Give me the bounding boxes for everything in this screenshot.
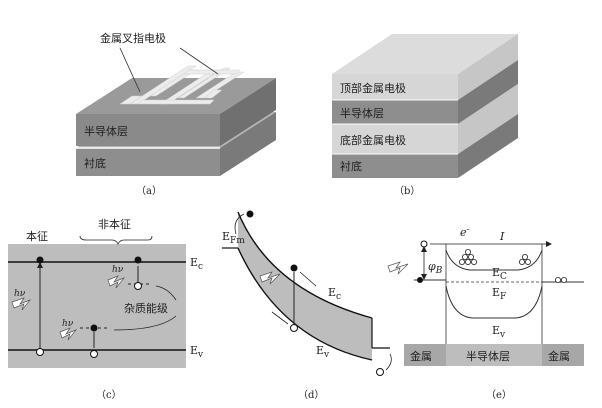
electron-flow-arrowhead xyxy=(546,241,552,247)
photon-bolt-e xyxy=(387,261,409,275)
metal-left-label: 金属 xyxy=(410,349,432,363)
caption-d: （d） xyxy=(298,389,324,401)
side-semiconductor xyxy=(458,60,518,124)
front-substrate xyxy=(332,154,458,178)
substrate-front-face xyxy=(76,148,220,176)
side-bottom-electrode xyxy=(458,84,518,154)
semiconductor-label-b: 半导体层 xyxy=(340,106,384,120)
extrinsic-brace xyxy=(79,235,153,245)
photon-bolt-3 xyxy=(59,327,78,341)
left-electron xyxy=(246,210,254,218)
intrinsic-electron xyxy=(36,256,44,264)
photon-bolt-1 xyxy=(11,297,32,311)
barrier-arrowhead-top xyxy=(421,246,427,252)
substrate-side-face xyxy=(220,112,276,176)
bottom-bar-metal-right xyxy=(542,344,584,366)
hv-label-3: hν xyxy=(62,319,74,329)
impurity-pointer-lower xyxy=(113,315,177,331)
impurity-electron xyxy=(90,324,98,332)
photon-bolt-d xyxy=(259,271,281,285)
ev-label-d: Ev xyxy=(316,344,330,360)
band-background xyxy=(8,244,186,368)
ec-label-d: Ec xyxy=(328,286,341,302)
semiconductor-side-face xyxy=(220,78,276,146)
substrate-label-b: 衬底 xyxy=(340,159,362,173)
electrode-pointer-line-1 xyxy=(119,47,141,93)
band-region-fill xyxy=(238,212,372,360)
ec-label-c: Ec xyxy=(190,256,203,272)
intrinsic-label: 本征 xyxy=(26,229,48,243)
electron-cluster-left xyxy=(458,248,477,265)
panel-c: hν hν hν 杂质能级 本征 非本征 Ec Ev （c） xyxy=(8,217,204,401)
panel-d: EFm Ec Ev （d） xyxy=(222,210,392,401)
semiconductor-label-e: 半导体层 xyxy=(466,349,510,363)
conduction-band-curve xyxy=(237,211,373,319)
metal-right-label: 金属 xyxy=(548,349,570,363)
center-hole xyxy=(290,324,298,332)
front-top-electrode xyxy=(332,74,458,100)
electron-cluster-right xyxy=(519,253,532,265)
electron-label: e- xyxy=(460,225,470,239)
electron-drift-arrow xyxy=(299,271,317,287)
electron-pair-right-metal xyxy=(555,276,568,283)
caption-b: （b） xyxy=(394,185,420,197)
barrier-arrowhead-bottom xyxy=(421,274,427,280)
extrinsic-electron xyxy=(134,256,142,264)
bottom-bar-metal-left xyxy=(404,344,446,366)
extrinsic-hole-upper xyxy=(134,282,142,290)
front-bottom-electrode xyxy=(332,124,458,154)
valence-band-curve xyxy=(237,247,373,361)
valence-band-e xyxy=(445,285,543,319)
hole-drift-arrow xyxy=(271,311,289,325)
intrinsic-hole xyxy=(36,348,44,356)
center-electron xyxy=(290,264,298,272)
ec-label-e: EC xyxy=(492,266,507,282)
bottom-electrode-label: 底部金属电极 xyxy=(340,133,406,147)
ef-label-e: EF xyxy=(492,286,506,302)
panel-e: 金属 半导体层 金属 e- I φ xyxy=(387,225,584,401)
current-label: I xyxy=(499,230,505,243)
extrinsic-label: 非本征 xyxy=(98,217,131,231)
hv-label-1: hν xyxy=(14,289,26,299)
ev-label-c: Ev xyxy=(190,344,204,360)
top-electrode-label: 顶部金属电极 xyxy=(340,81,406,95)
impurity-level-label: 杂质能级 xyxy=(124,301,168,315)
caption-c: （c） xyxy=(96,389,122,401)
intrinsic-arrowhead xyxy=(37,262,43,268)
side-top-electrode xyxy=(458,34,518,100)
right-hole xyxy=(376,368,384,376)
extrinsic-hole-lower xyxy=(90,350,98,358)
impurity-pointer-upper xyxy=(155,285,177,301)
efm-label: EFm xyxy=(222,230,245,246)
phi-b-label: φB xyxy=(428,260,443,276)
caption-e: （e） xyxy=(486,389,512,401)
front-semiconductor xyxy=(332,100,458,124)
interdigitated-electrodes xyxy=(119,65,245,105)
right-hole-arrow xyxy=(385,353,392,371)
panel-b: 顶部金属电极 半导体层 底部金属电极 衬底 （b） xyxy=(332,34,518,197)
semiconductor-label-a: 半导体层 xyxy=(84,124,128,138)
substrate-label-a: 衬底 xyxy=(84,156,106,170)
electrode-pointer-line-2 xyxy=(179,47,219,75)
ev-label-e: Ev xyxy=(492,324,506,340)
panel-a: 金属叉指电极 半导体层 衬底 （a） xyxy=(76,31,276,197)
caption-a: （a） xyxy=(136,185,162,197)
hv-label-2: hν xyxy=(112,265,124,275)
photon-bolt-2 xyxy=(107,275,126,289)
semiconductor-front-face xyxy=(76,114,220,146)
conduction-band-e xyxy=(445,249,543,271)
stack-top-face xyxy=(332,34,518,74)
left-electron-arrow xyxy=(234,213,245,235)
fermi-electron xyxy=(417,277,423,283)
incoming-electron xyxy=(420,240,428,248)
side-substrate xyxy=(458,114,518,178)
electrode-label: 金属叉指电极 xyxy=(100,31,166,45)
bottom-bar-semiconductor xyxy=(446,344,542,366)
